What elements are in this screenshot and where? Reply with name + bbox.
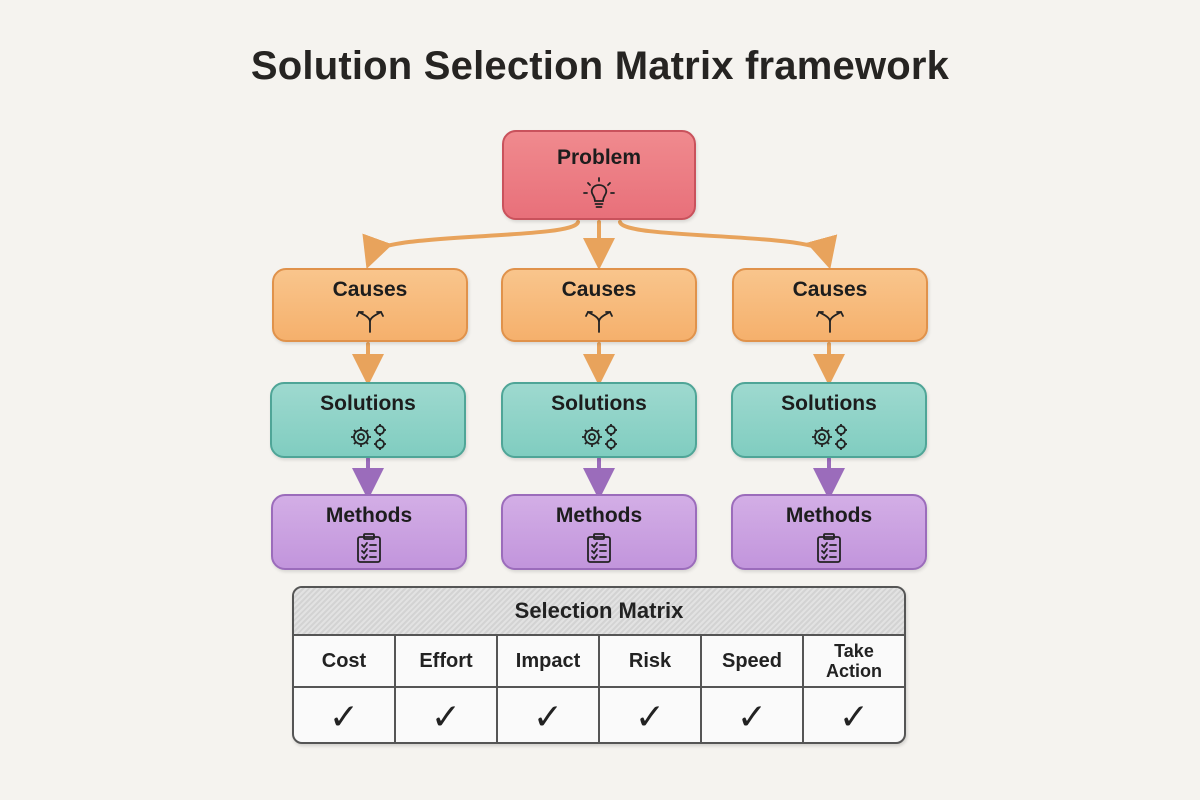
gears-icon (351, 424, 386, 450)
lightbulb-icon (583, 177, 615, 208)
method-node-1: Methods (271, 494, 467, 570)
matrix-col-risk: Risk (600, 636, 702, 686)
problem-label: Problem (556, 146, 642, 169)
cause-label: Causes (792, 278, 868, 301)
method-label: Methods (325, 504, 413, 527)
arrow-problem-to-cause-3 (618, 220, 838, 270)
matrix-col-impact: Impact (498, 636, 600, 686)
checkmark-icon: ✓ (498, 688, 600, 742)
checkmark-icon: ✓ (600, 688, 702, 742)
matrix-check-row: ✓ ✓ ✓ ✓ ✓ ✓ (294, 688, 904, 742)
solution-node-3: Solutions (731, 382, 927, 458)
selection-matrix: Selection Matrix Cost Effort Impact Risk… (292, 586, 906, 744)
gears-icon (812, 424, 847, 450)
solution-label: Solutions (551, 392, 647, 415)
matrix-col-take-action: Take Action (826, 641, 882, 681)
clipboard-checklist-icon (357, 533, 381, 563)
diagram-title: Solution Selection Matrix framework (250, 44, 950, 88)
split-arrow-icon (816, 311, 844, 333)
cause-node-3: Causes (732, 268, 928, 342)
method-label: Methods (785, 504, 873, 527)
matrix-header-row: Cost Effort Impact Risk Speed Take Actio… (294, 636, 904, 688)
cause-node-2: Causes (501, 268, 697, 342)
checkmark-icon: ✓ (838, 696, 870, 737)
checkmark-icon: ✓ (396, 688, 498, 742)
solution-label: Solutions (781, 392, 877, 415)
gears-icon (582, 424, 617, 450)
solution-label: Solutions (320, 392, 416, 415)
matrix-title: Selection Matrix (294, 588, 904, 636)
split-arrow-icon (585, 311, 613, 333)
split-arrow-icon (356, 311, 384, 333)
matrix-col-cost: Cost (294, 636, 396, 686)
cause-node-1: Causes (272, 268, 468, 342)
problem-node: Problem (502, 130, 696, 220)
checkmark-icon: ✓ (702, 688, 804, 742)
solution-node-1: Solutions (270, 382, 466, 458)
solution-node-2: Solutions (501, 382, 697, 458)
clipboard-checklist-icon (587, 533, 611, 563)
clipboard-checklist-icon (817, 533, 841, 563)
method-node-3: Methods (731, 494, 927, 570)
matrix-col-speed: Speed (702, 636, 804, 686)
cause-label: Causes (332, 278, 408, 301)
cause-label: Causes (561, 278, 637, 301)
arrow-problem-to-cause-1 (362, 220, 580, 269)
checkmark-icon: ✓ (294, 688, 396, 742)
matrix-col-effort: Effort (396, 636, 498, 686)
method-node-2: Methods (501, 494, 697, 570)
method-label: Methods (555, 504, 643, 527)
